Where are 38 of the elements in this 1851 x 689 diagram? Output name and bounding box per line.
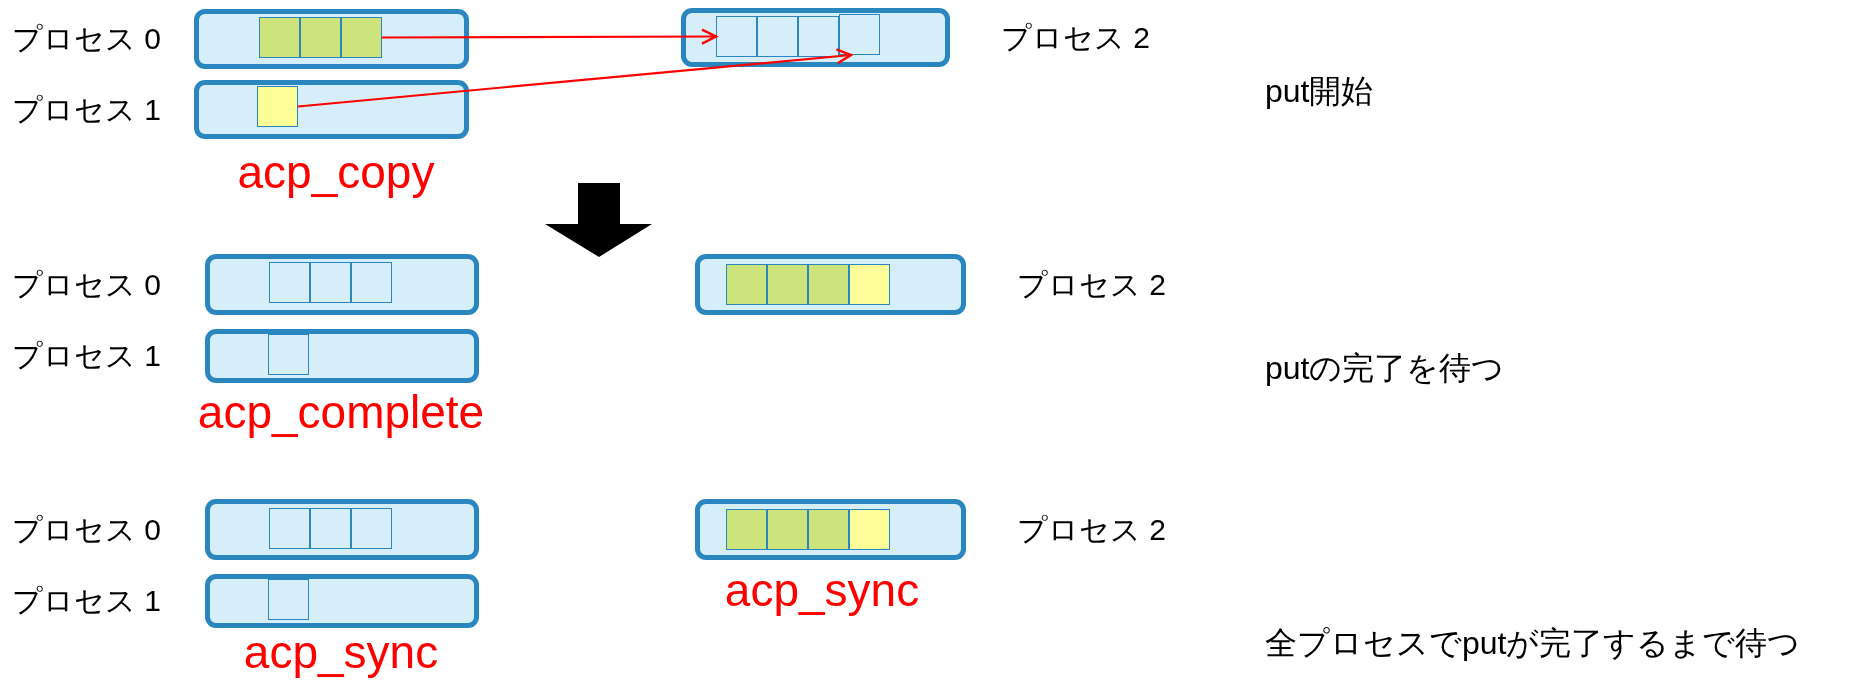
arrow (382, 28, 718, 45)
memory-cell (839, 14, 880, 55)
process-label: プロセス 2 (1017, 269, 1167, 300)
step-note: putの完了を待つ (1265, 352, 1505, 384)
memory-cell (310, 508, 351, 549)
memory-cell (269, 262, 310, 303)
memory-cell (310, 262, 351, 303)
process-label: プロセス 1 (12, 586, 162, 616)
step-note: put開始 (1265, 75, 1374, 107)
memory-cell (767, 264, 808, 305)
memory-cell (726, 509, 767, 550)
memory-cell (849, 264, 890, 305)
process-label: プロセス 0 (12, 269, 162, 300)
memory-cell (268, 334, 309, 375)
memory-cell (351, 262, 392, 303)
process-label: プロセス 1 (12, 94, 162, 125)
memory-cell (269, 508, 310, 549)
memory-cell (341, 17, 382, 58)
process-label: プロセス 0 (12, 24, 162, 54)
process-label: プロセス 0 (12, 514, 162, 545)
process-label: プロセス 2 (1001, 22, 1151, 53)
memory-cell (767, 509, 808, 550)
memory-cell (726, 264, 767, 305)
step-note: 全プロセスでputが完了するまで待つ (1265, 627, 1801, 659)
process-label: プロセス 2 (1017, 514, 1167, 545)
memory-cell (798, 16, 839, 57)
memory-cell (757, 16, 798, 57)
memory-cell (808, 509, 849, 550)
memory-cell (351, 508, 392, 549)
memory-cell (259, 17, 300, 58)
process-label: プロセス 1 (12, 341, 162, 371)
memory-cell (716, 16, 757, 57)
memory-cell (300, 17, 341, 58)
arrow (297, 48, 853, 108)
memory-cell (257, 86, 298, 127)
memory-cell (268, 579, 309, 620)
memory-cell (849, 509, 890, 550)
memory-cell (808, 264, 849, 305)
